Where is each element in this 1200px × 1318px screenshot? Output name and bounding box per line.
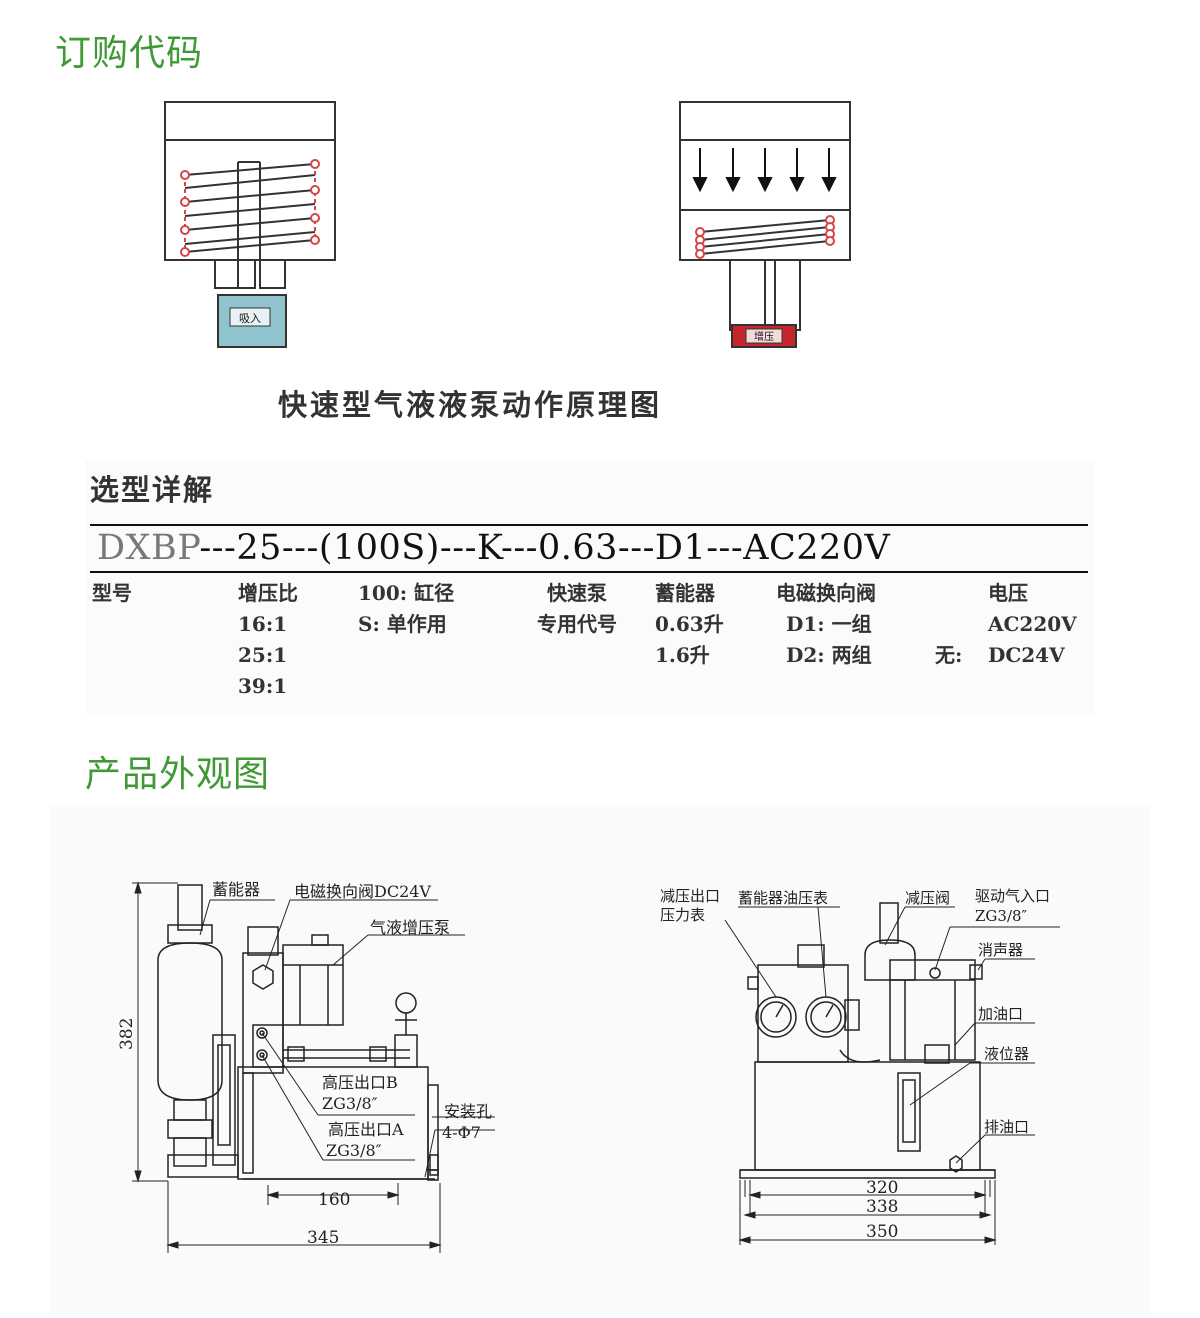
col-ratio-line: 39:1 [238,674,288,698]
principle-left-coil [184,163,316,253]
col-ratio-line: 16:1 [238,612,288,636]
right-drawing [739,902,996,1179]
label-muffler: 消声器 [978,941,1023,959]
col-accumulator-line: 0.63升 [655,612,724,636]
label-reducer-gauge-2: 压力表 [660,906,705,924]
col-voltage: 电压 AC220V DC24V [988,578,1077,671]
section-title-order-code: 订购代码 [55,33,204,74]
right-labels: 减压出口 压力表 蓄能器油压表 减压阀 驱动气入口 ZG3/8″ 消声器 加油口… [660,887,1050,1136]
label-mount: 安装孔 [444,1102,492,1121]
principle-right-dots [695,215,835,259]
pump-principle-diagram: 吸入 增压 [164,101,851,348]
dim-d1: 320 [866,1178,898,1198]
col-solenoid-line: D1: 一组 [786,612,872,636]
col-fast-pump-line: 专用代号 [537,612,617,636]
label-air-inlet: 驱动气入口 [975,887,1050,905]
col-model-line: 型号 [92,581,132,605]
col-bore: 100: 缸径 S: 单作用 [358,578,454,640]
pressure-arrows [692,148,837,193]
model-code: DXBP---25---(100S)---K---0.63---D1---AC2… [97,528,890,568]
right-dimensions [738,1180,997,1245]
selection-panel [85,460,1095,715]
col-ratio: 增压比 16:1 25:1 39:1 [238,578,298,702]
label-level: 液位器 [984,1045,1029,1063]
col-bore-line: 100: 缸径 [358,581,455,605]
label-reducer-valve: 减压阀 [905,889,950,907]
col-solenoid: 电磁换向阀 D1: 一组 D2: 两组 [776,578,876,671]
col-solenoid-line: 电磁换向阀 [776,581,876,605]
label-drain: 排油口 [984,1118,1029,1136]
right-leaders [724,906,1060,1164]
section-title-appearance: 产品外观图 [85,754,271,795]
label-booster: 气液增压泵 [370,918,450,937]
none-label: 无: [935,643,963,667]
model-code-suffix: ---25---(100S)---K---0.63---D1---AC220V [199,528,891,568]
left-dim-values: 382 160 345 [117,1018,350,1248]
right-dim-values: 320 338 350 [866,1178,898,1242]
label-acc-gauge: 蓄能器油压表 [738,889,828,907]
col-solenoid-line: D2: 两组 [786,643,872,667]
selection-rule-bottom [90,571,1088,573]
col-ratio-line: 25:1 [238,643,288,667]
label-solenoid: 电磁换向阀DC24V [294,882,431,901]
left-labels: 蓄能器 电磁换向阀DC24V 气液增压泵 高压出口B ZG3/8″ 高压出口A … [212,880,492,1160]
pressure-label: 增压 [754,330,774,343]
dim-height: 382 [117,1018,137,1050]
col-accumulator-line: 1.6升 [655,643,710,667]
model-code-prefix: DXBP [97,528,200,568]
appearance-drawings: 蓄能器 电磁换向阀DC24V 气液增压泵 高压出口B ZG3/8″ 高压出口A … [50,805,1150,1315]
suction-label-box [229,307,271,327]
dim-d2: 338 [866,1197,898,1217]
label-outlet-b: 高压出口B [322,1073,398,1092]
dim-d3: 350 [866,1222,898,1242]
label-mount-spec: 4-Φ7 [442,1123,481,1142]
label-reducer-gauge-1: 减压出口 [660,887,720,905]
col-accumulator-line: 蓄能器 [655,581,715,605]
col-fast-pump: 快速泵 专用代号 [522,578,632,640]
label-outlet-a-thread: ZG3/8″ [326,1141,382,1160]
left-leaders [199,899,495,1178]
principle-left-dots [180,159,320,257]
col-voltage-line: AC220V [988,612,1077,636]
dim-inner-width: 160 [318,1190,350,1210]
col-voltage-line: 电压 [988,581,1028,605]
col-accumulator: 蓄能器 0.63升 1.6升 [655,578,724,671]
label-outlet-b-thread: ZG3/8″ [322,1094,378,1113]
col-ratio-line: 增压比 [238,581,298,605]
pressure-label-box [745,328,783,344]
dim-width: 345 [307,1228,339,1248]
principle-right-coil [699,219,831,255]
col-bore-line: S: 单作用 [358,612,447,636]
suction-label: 吸入 [239,312,261,325]
principle-right-unit [679,101,851,331]
col-model: 型号 [92,578,132,609]
label-accumulator: 蓄能器 [212,880,260,899]
selection-rule-top [90,524,1088,526]
col-voltage-line: DC24V [988,643,1065,667]
col-fast-pump-line: 快速泵 [547,581,607,605]
label-fill-port: 加油口 [978,1005,1023,1023]
left-dimensions [132,881,442,1253]
label-air-inlet-thread: ZG3/8″ [975,907,1028,925]
label-outlet-a: 高压出口A [328,1120,404,1139]
selection-heading: 选型详解 [90,473,215,507]
principle-caption: 快速型气液液泵动作原理图 [278,388,663,422]
